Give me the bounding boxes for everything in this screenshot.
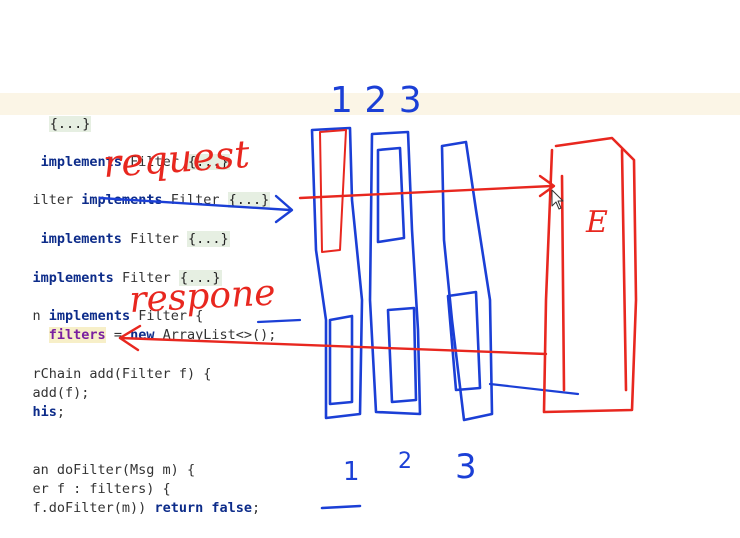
folded-block[interactable]: {...} (187, 231, 230, 247)
keyword: implements (32, 270, 114, 286)
keyword: implements (48, 308, 131, 324)
folded-block[interactable]: {...} (48, 116, 92, 132)
filter-number-3: 3 (455, 447, 477, 487)
code-line-7[interactable]: filters = new ArrayList<>(); (0, 305, 276, 343)
semicolon: ; (56, 404, 66, 420)
filter-box-1 (310, 126, 364, 420)
request-blue-arrow (98, 194, 294, 224)
code-line-9[interactable]: add(f); (0, 363, 90, 401)
response-label: respone (128, 272, 276, 321)
class-name-fragment: n (32, 308, 41, 324)
keyword: implements (40, 154, 122, 170)
filter-box-2 (368, 130, 422, 416)
code-line-12[interactable]: er f : filters) { (0, 459, 171, 497)
server-inner-stroke (560, 174, 566, 392)
type-name: Filter (121, 270, 171, 286)
code-line-1[interactable]: {...} (0, 94, 92, 132)
response-red-arrow (118, 324, 548, 356)
folded-block[interactable]: {...} (227, 192, 271, 208)
filter-box-3 (440, 140, 494, 422)
filter-box-1-inner (328, 314, 354, 406)
type-name: Filter (138, 308, 187, 324)
current-line-highlight (0, 93, 740, 115)
bottom-stroke (320, 504, 362, 510)
filter-number-1: 1 (343, 457, 360, 487)
underline-stroke (256, 318, 302, 324)
class-name-fragment: ilter (32, 192, 74, 208)
filter-boxes (310, 126, 494, 510)
code-line-10[interactable]: his; (0, 382, 66, 420)
expression: ArrayList<>(); (154, 327, 277, 343)
keyword: return false (154, 500, 252, 516)
code-line-13[interactable]: f.doFilter(m)) return false; (0, 478, 261, 516)
folded-block[interactable]: {...} (187, 154, 230, 170)
method-signature: an doFilter(Msg m) { (32, 462, 196, 478)
keyword: implements (40, 231, 122, 247)
top-number-label: 1 2 3 (330, 80, 422, 121)
code-line-6[interactable]: n implements Filter { (0, 286, 204, 324)
filter-box-2-inner (376, 146, 406, 244)
statement: add(f); (32, 385, 90, 401)
request-label: request (102, 132, 252, 186)
code-line-2[interactable]: implements Filter {...} (0, 132, 230, 170)
brace: { (195, 308, 204, 324)
semicolon: ; (251, 500, 261, 516)
server-box (542, 136, 638, 414)
code-line-8[interactable]: rChain add(Filter f) { (0, 344, 212, 382)
method-signature: rChain add(Filter f) { (32, 366, 212, 382)
mouse-cursor-icon (551, 189, 564, 210)
filter-number-2: 2 (398, 449, 412, 474)
type-name: Filter (130, 231, 179, 247)
code-line-11[interactable]: an doFilter(Msg m) { (0, 440, 196, 478)
folded-block[interactable]: {...} (178, 270, 222, 286)
server-label: E (585, 205, 608, 240)
filter-box-1-red-mark (319, 129, 347, 253)
if-statement: f.doFilter(m)) (32, 500, 155, 516)
server-inner-stroke-2 (620, 148, 628, 392)
filter-box-2-inner-b (386, 306, 418, 404)
for-statement: er f : filters) { (32, 481, 171, 497)
code-editor[interactable]: {...} implements Filter {...} ilter impl… (0, 0, 740, 516)
operator: = (105, 327, 131, 343)
type-name: Filter (130, 154, 179, 170)
keyword: his (32, 404, 57, 420)
filter-box-3-inner (446, 290, 482, 392)
code-line-4[interactable]: implements Filter {...} (0, 209, 230, 247)
request-red-arrow (298, 174, 556, 200)
return-stroke (488, 382, 580, 396)
field-name: filters (48, 327, 106, 343)
handwritten-annotations: request respone 1 2 3 1 2 3 E (98, 80, 638, 510)
code-line-5[interactable]: implements Filter {...} (0, 248, 222, 286)
